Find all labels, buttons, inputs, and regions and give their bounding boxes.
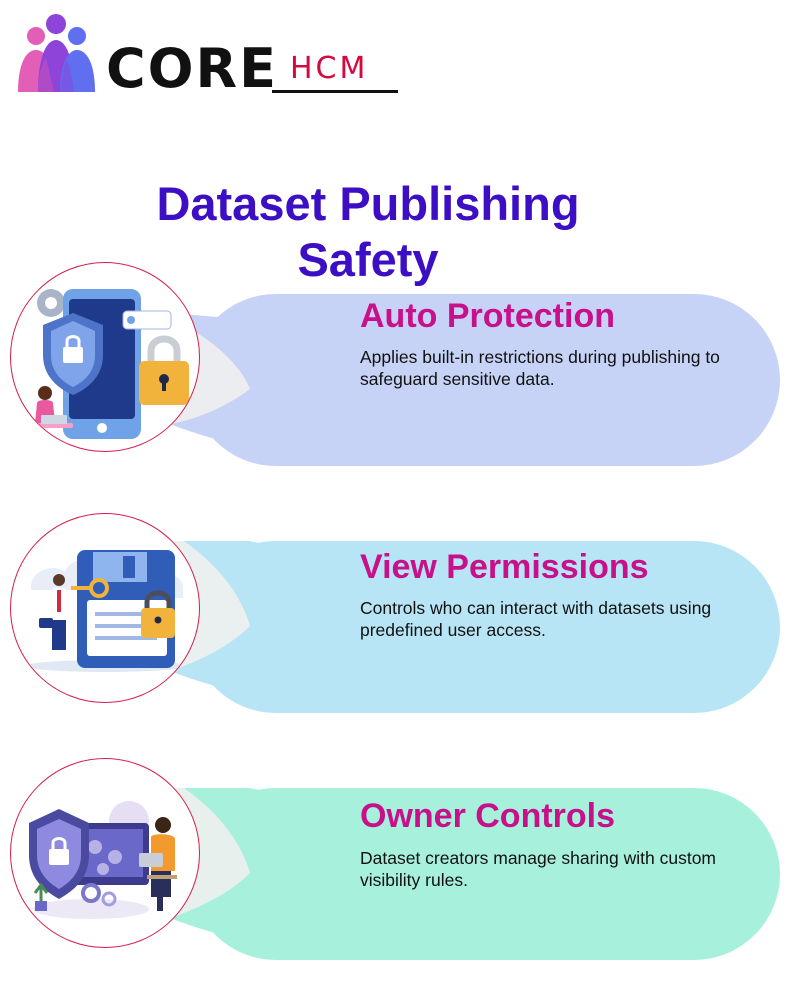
- card-icon-circle: [10, 262, 200, 452]
- card-description: Controls who can interact with datasets …: [360, 598, 712, 640]
- floppy-disk-key-icon: [26, 550, 186, 672]
- card-heading: Owner Controls: [360, 797, 616, 835]
- logo-core-text: CORE: [106, 37, 279, 100]
- brand-logo: CORE HCM: [14, 14, 404, 96]
- logo-hcm-text: HCM: [290, 51, 369, 86]
- page-title-line1: Dataset Publishing: [156, 177, 580, 230]
- page-title-line2: Safety: [297, 233, 439, 286]
- shield-laptop-user-icon: [29, 801, 177, 919]
- card-icon-circle: [10, 513, 200, 703]
- phone-shield-lock-icon: [33, 289, 189, 439]
- people-logo-icon: [18, 14, 95, 92]
- page-title: Dataset Publishing Safety: [118, 176, 618, 288]
- card-auto-protection: Auto Protection Applies built-in restric…: [0, 262, 800, 504]
- logo-underline: [272, 90, 398, 93]
- card-description: Dataset creators manage sharing with cus…: [360, 848, 716, 890]
- card-heading: View Permissions: [360, 548, 649, 586]
- card-heading: Auto Protection: [360, 297, 615, 335]
- card-icon-circle: [10, 758, 200, 948]
- card-view-permissions: View Permissions Controls who can intera…: [0, 513, 800, 751]
- card-description: Applies built-in restrictions during pub…: [360, 347, 720, 389]
- card-owner-controls: Owner Controls Dataset creators manage s…: [0, 758, 800, 998]
